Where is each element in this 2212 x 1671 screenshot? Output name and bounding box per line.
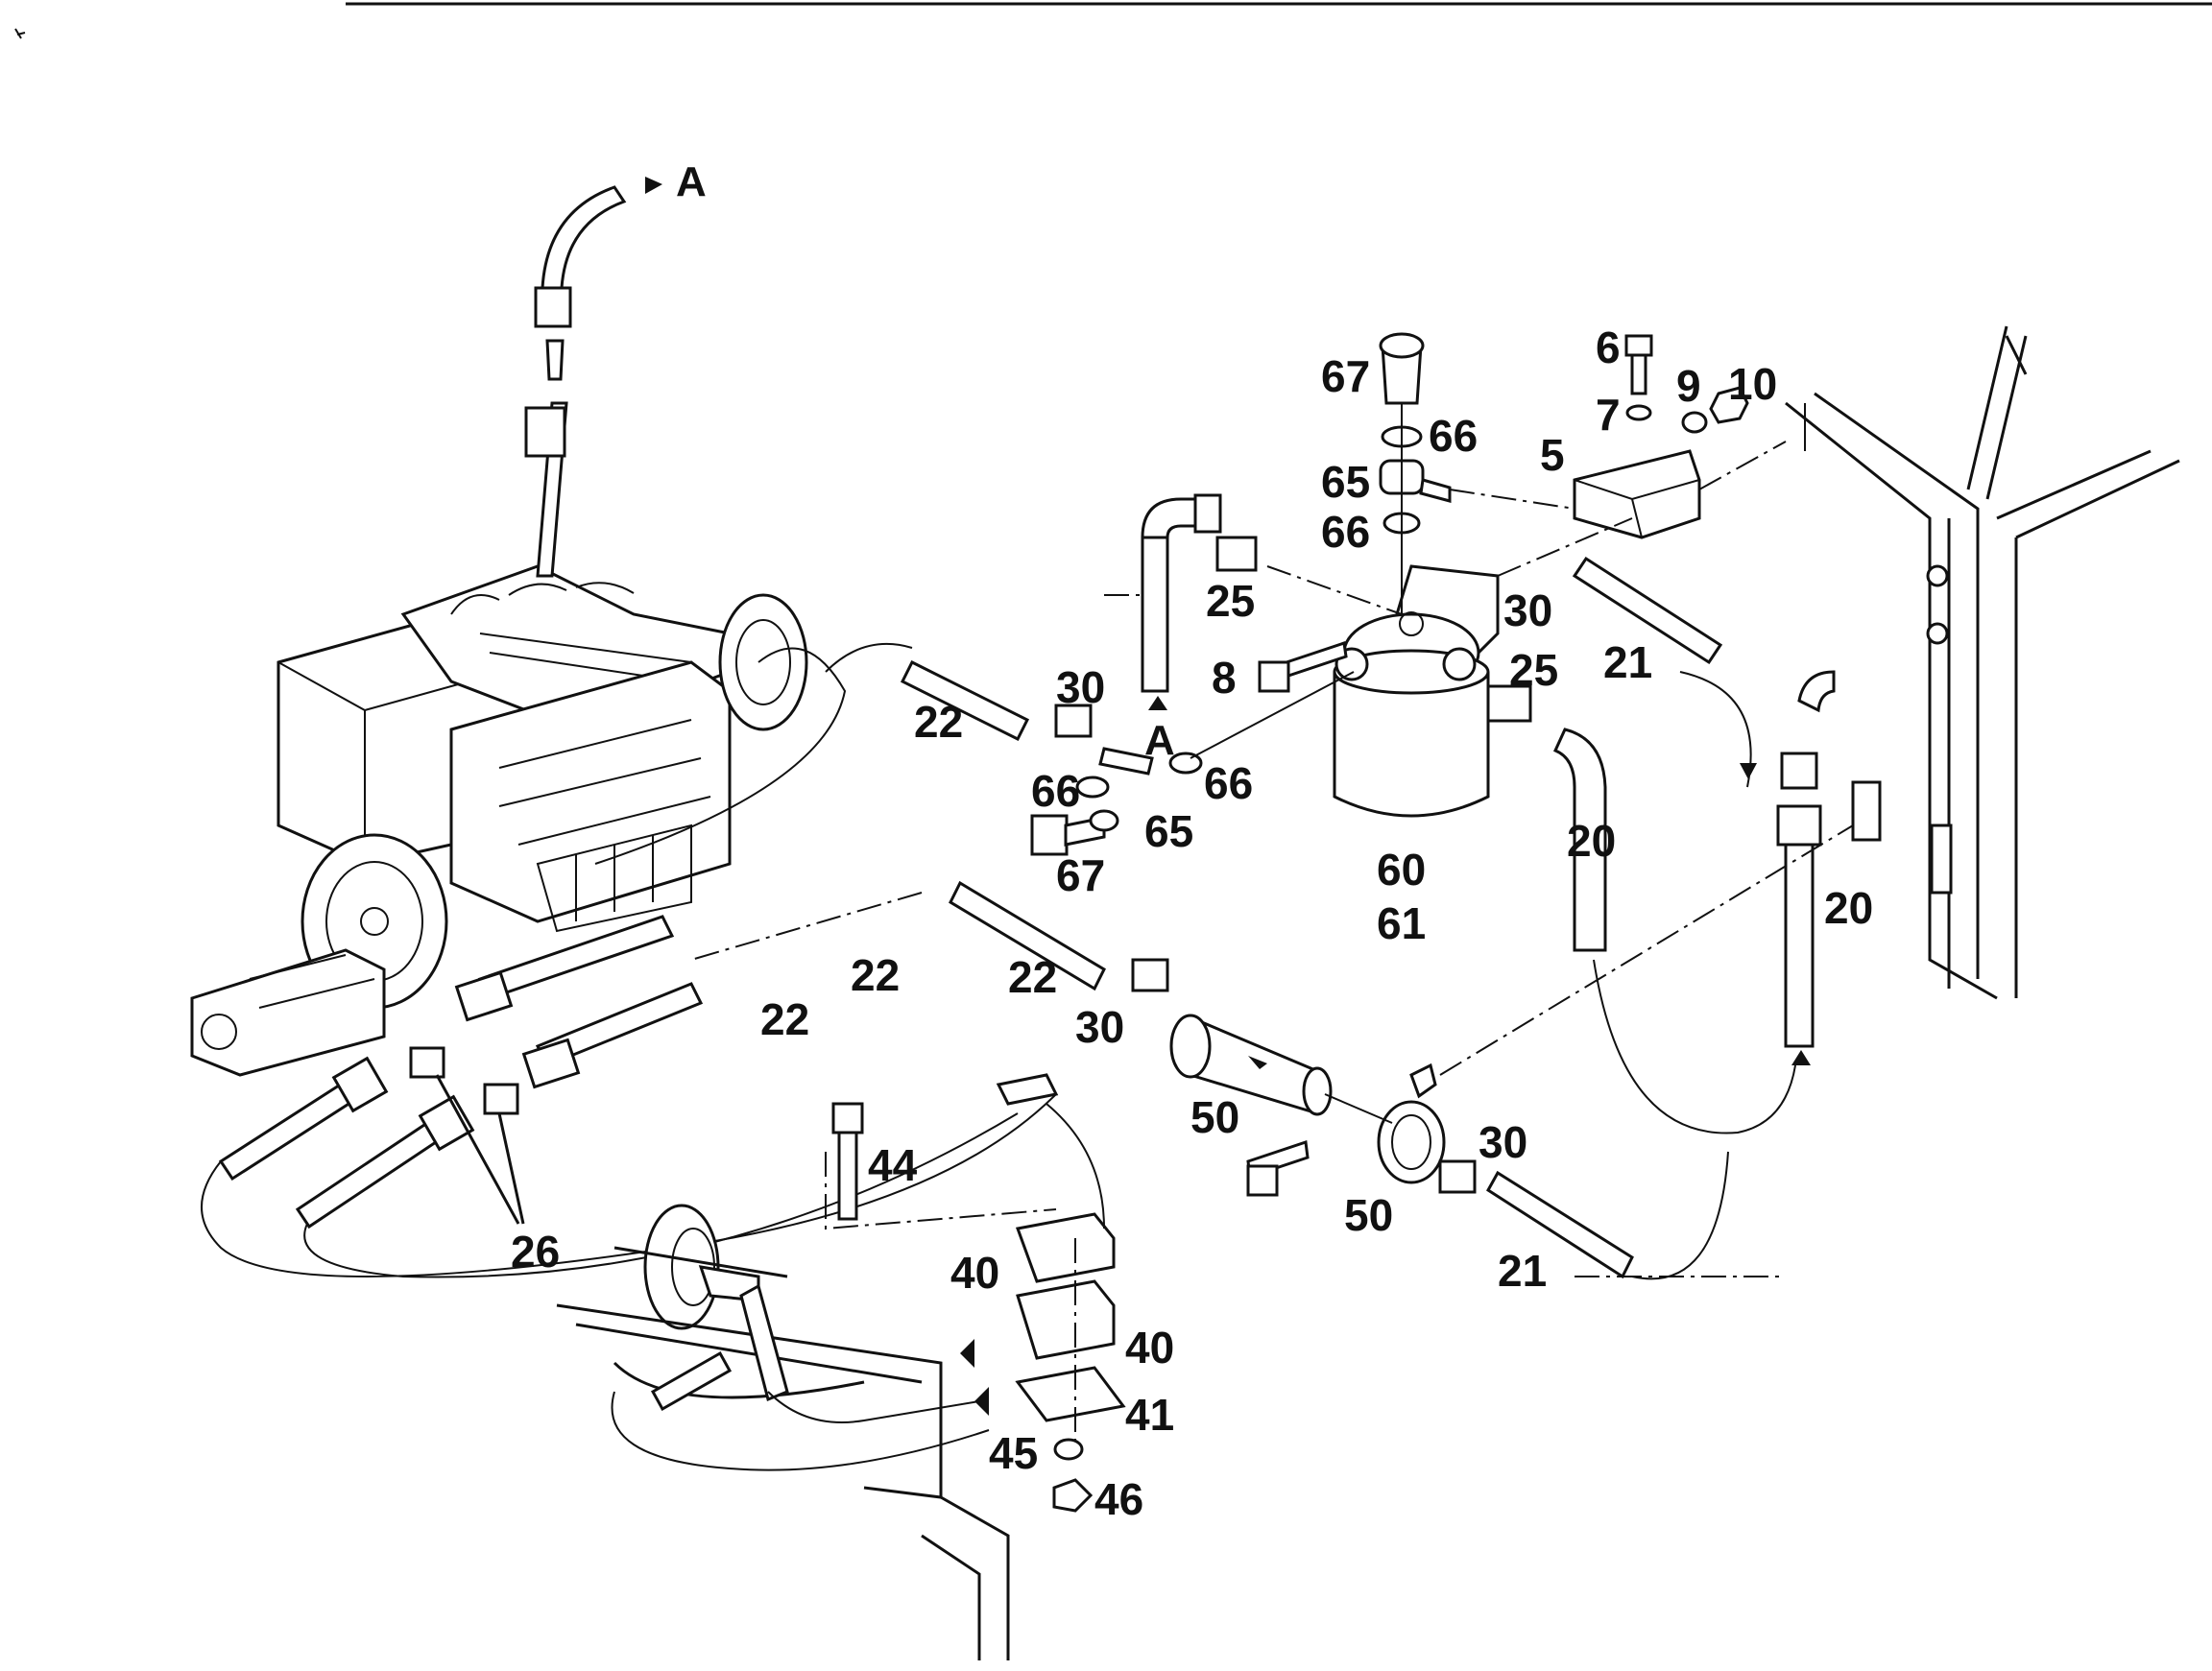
- callout-61: 61: [1377, 898, 1426, 948]
- callout-20-right: 20: [1824, 883, 1873, 933]
- callout-67-top: 67: [1321, 351, 1370, 401]
- hose-20-right: [1740, 670, 1836, 1065]
- callout-22-middle: 22: [1008, 952, 1057, 1002]
- engine-assembly: [190, 564, 808, 1077]
- callout-65-top: 65: [1321, 457, 1370, 507]
- callout-22-top: 22: [914, 697, 963, 747]
- electric-fuel-pump: [949, 880, 1446, 1197]
- callout-66-right: 66: [1204, 758, 1253, 808]
- suction-fittings: [900, 659, 1203, 856]
- callout-22-engine-lower: 22: [760, 994, 809, 1044]
- fuel-tank-frame: [1785, 325, 2180, 1000]
- callout-30-top: 30: [1503, 585, 1552, 635]
- hose-20-left: [1486, 684, 1607, 952]
- engine-fuel-hoses: [218, 915, 704, 1229]
- callout-22-engine-upper: 22: [851, 950, 900, 1000]
- bolt-8: [1258, 641, 1348, 693]
- callout-a-mid: A: [1144, 717, 1175, 764]
- callout-21-top: 21: [1603, 637, 1652, 687]
- callout-45: 45: [989, 1428, 1038, 1478]
- callout-40-lower: 40: [1125, 1323, 1174, 1373]
- callout-6: 6: [1596, 322, 1621, 372]
- return-hose-to-a: [524, 177, 662, 578]
- callout-50-clamp: 50: [1344, 1190, 1393, 1240]
- callout-20-left: 20: [1567, 816, 1616, 866]
- callout-46: 46: [1094, 1474, 1143, 1524]
- callout-10: 10: [1728, 359, 1777, 409]
- callout-30-middle: 30: [1075, 1002, 1124, 1052]
- callout-50-pump: 50: [1190, 1092, 1239, 1142]
- callout-41: 41: [1125, 1390, 1174, 1440]
- callout-66-left: 66: [1031, 766, 1080, 816]
- callout-65-left: 65: [1144, 806, 1193, 856]
- callout-66-mid: 66: [1321, 507, 1370, 557]
- callout-44: 44: [868, 1140, 918, 1190]
- loop-line-left: [201, 1093, 1057, 1277]
- callout-30-lower: 30: [1479, 1117, 1527, 1167]
- callout-26: 26: [511, 1227, 560, 1277]
- callout-9: 9: [1676, 361, 1701, 411]
- callout-21-lower: 21: [1498, 1246, 1547, 1296]
- callout-30-left: 30: [1056, 662, 1105, 712]
- banjo-fitting-top: [1379, 332, 1452, 614]
- elbow-hose-left: [1141, 493, 1258, 710]
- fuel-filter-assembly: [1333, 564, 1500, 818]
- callout-labels: 67 66 65 66 6 7 9 10 5 25 30 21 8 25 22 …: [511, 322, 1873, 1524]
- hose-21-lower: [1486, 1170, 1634, 1279]
- callout-40-upper: 40: [950, 1248, 999, 1298]
- callout-25-left: 25: [1206, 576, 1255, 626]
- corner-mark: [14, 28, 26, 39]
- callout-a-top: A: [676, 158, 707, 205]
- callout-66-top: 66: [1429, 411, 1478, 461]
- mounting-bracket: [1573, 334, 1749, 539]
- lower-clamp-bracket: [556, 1073, 1126, 1660]
- callout-67-left: 67: [1056, 850, 1105, 900]
- guide-line: [1266, 565, 1403, 615]
- callout-25-right: 25: [1509, 645, 1558, 695]
- callout-5: 5: [1540, 430, 1565, 480]
- callout-8: 8: [1212, 653, 1237, 703]
- callout-60: 60: [1377, 845, 1426, 895]
- hose-21-upper: [1572, 556, 1723, 665]
- callout-7: 7: [1596, 390, 1621, 440]
